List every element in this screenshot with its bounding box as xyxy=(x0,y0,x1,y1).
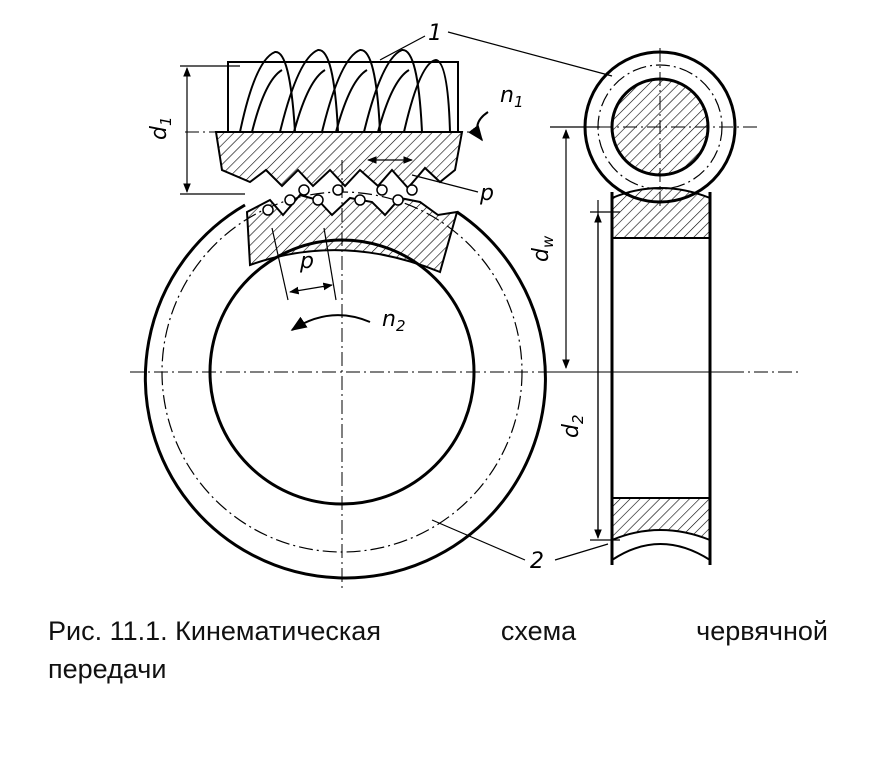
label-d2: d2 xyxy=(559,414,587,438)
reference-2: 2 xyxy=(530,549,544,574)
label-n2: n2 xyxy=(382,307,406,335)
dimension-dw xyxy=(550,126,600,369)
figure-caption: Рис. 11.1. Кинематическая схема червячно… xyxy=(48,612,828,688)
wheel-tooth-section xyxy=(245,193,459,274)
label-p-top: p xyxy=(479,181,494,206)
worm-body xyxy=(214,49,464,216)
caption-word-3: червячной xyxy=(696,616,828,646)
worm-gear-diagram: d1 n1 p p n2 dw d2 1 2 xyxy=(130,21,800,590)
label-n1: n1 xyxy=(500,83,524,111)
label-p-bottom: p xyxy=(299,249,314,274)
dimension-d1 xyxy=(180,65,245,195)
label-dw: dw xyxy=(529,235,557,262)
rotation-n1-icon xyxy=(468,111,489,142)
side-view xyxy=(552,48,760,565)
caption-word-2: схема xyxy=(500,616,577,646)
reference-1: 1 xyxy=(428,21,442,46)
caption-word-1: Рис. 11.1. Кинематическая xyxy=(48,616,381,646)
label-d1: d1 xyxy=(147,116,175,140)
caption-line-2: передачи xyxy=(48,654,167,684)
rotation-n2-icon xyxy=(290,314,371,331)
dimension-d2 xyxy=(590,211,620,541)
